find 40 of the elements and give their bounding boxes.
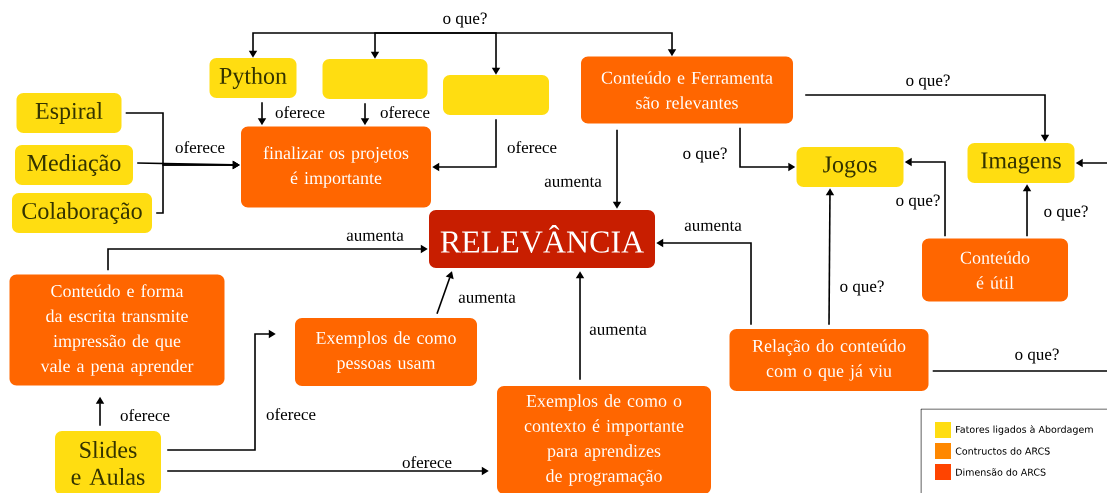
dimension-box: RELEVÂNCIA [429,210,655,268]
legend-label: Contructos do ARCS [955,447,1050,455]
edge-label: aumenta [457,292,517,304]
edge-label: o que? [894,193,942,211]
construct-box: Conteúdo é útil [922,238,1068,302]
factor-box: Espiral [16,93,122,133]
edge-label: o que? [904,73,952,91]
legend-label: Dimensão do ARCS [956,468,1046,476]
factor-box: Slides e Aulas [55,431,161,493]
edge-label: o que? [441,11,489,29]
factor-box: Mediação [15,145,133,185]
construct-box: Exemplos de como o contexto é importante para aprendizes de programação [497,386,711,493]
empty-box [443,75,549,115]
factor-box: Jogos [796,147,904,187]
edge-label: oferece [174,139,226,155]
edge-label: o que? [838,279,886,297]
factor-box: Imagens [967,143,1075,183]
edge-label: oferece [506,139,558,155]
factor-box: Colaboração [12,193,152,233]
legend-label: Fatores ligados à Abordagem [956,425,1093,435]
edge-label: oferece [265,406,317,422]
edge-label: oferece [401,454,453,470]
arrow [436,271,454,315]
edge-label: o que? [681,146,729,164]
construct-box: Exemplos de como pessoas usam [295,318,477,386]
construct-box: Relação do conteúdo com o que já viu [729,329,929,391]
edge-label: o que? [1013,347,1061,365]
edge-label: aumenta [543,176,603,188]
edge-label: o que? [1042,204,1090,222]
edge-label: aumenta [345,230,405,242]
edge-label: aumenta [588,324,648,336]
empty-box [322,59,428,99]
construct-box: Conteúdo e forma da escrita transmite impressão de que vale a pena aprender [9,274,225,386]
edge-label: oferece [119,407,171,423]
edge-label: aumenta [683,220,743,232]
construct-box: Conteúdo e Ferramenta são relevantes [581,56,793,124]
edge-label: oferece [274,104,326,120]
construct-box: finalizar os projetos é importante [241,126,431,208]
edge-label: oferece [379,104,431,120]
factor-box: Python [209,58,297,98]
